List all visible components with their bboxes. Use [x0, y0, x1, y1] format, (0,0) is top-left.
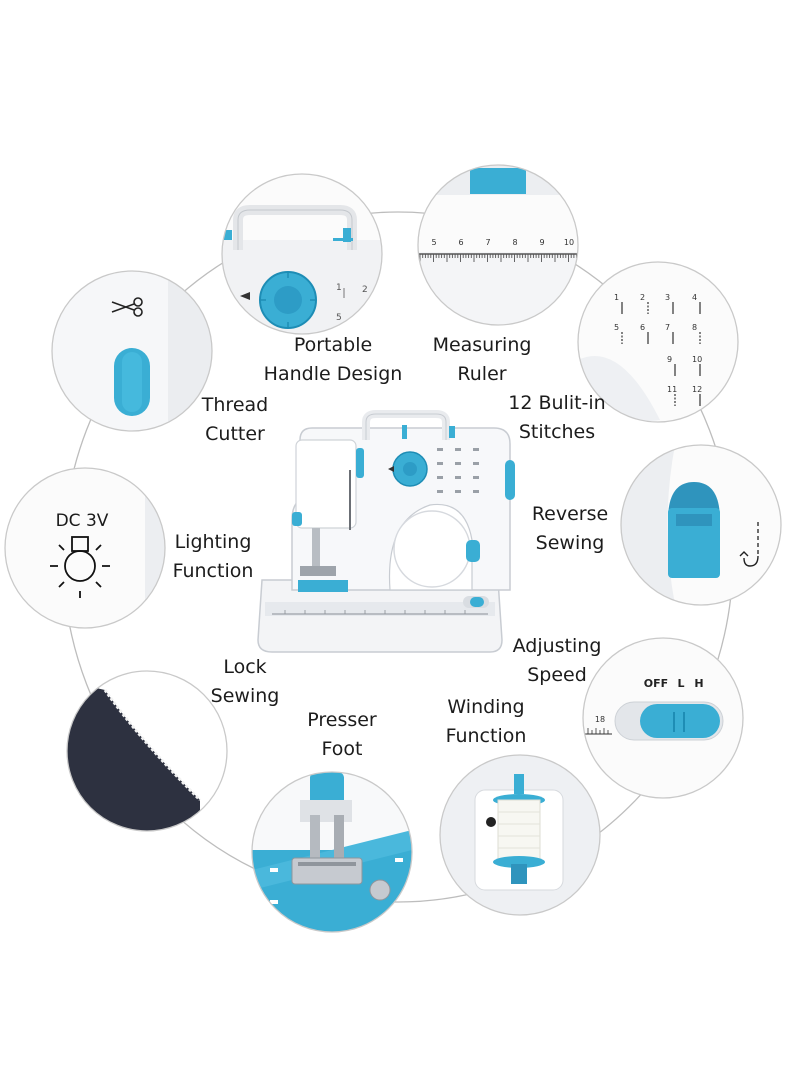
stitch-number: 7 [665, 323, 670, 332]
inset-text-hd-2: 2 [362, 285, 368, 295]
stitch-number: 10 [692, 355, 702, 364]
inset-presser-foot [251, 771, 413, 933]
light-bulb-icon [50, 536, 110, 598]
stitch-number: 6 [640, 323, 645, 332]
stitch-number: 2 [640, 293, 645, 302]
stitch-number: 12 [692, 385, 702, 394]
inset-adjusting-speed: OFF L H 18 [582, 637, 744, 799]
stitch-number: 9 [667, 355, 672, 364]
inset-reverse-sewing [620, 444, 782, 606]
inset-text-spd-18: 18 [595, 715, 605, 724]
stitch-number: 4 [692, 293, 697, 302]
inset-lock-sewing [66, 670, 228, 832]
stitch-number: 11 [667, 385, 677, 394]
inset-text-hd-5: 5 [336, 313, 342, 323]
inset-text-dc-text: DC 3V [56, 511, 109, 531]
sewing-machine [257, 410, 515, 653]
inset-portable-handle: 1 2 5 [221, 173, 383, 335]
inset-lighting: DC 3V [4, 467, 166, 629]
ruler-number: 9 [539, 238, 544, 247]
inset-text-spd-h: H [694, 677, 703, 690]
stitch-number: 3 [665, 293, 670, 302]
ruler-number: 6 [458, 238, 463, 247]
scissors-icon [111, 297, 143, 317]
inset-measuring-ruler: 5 6 7 8 9 10 [417, 164, 579, 326]
stitch-number: 5 [614, 323, 619, 332]
ruler-number: 10 [564, 238, 574, 247]
ruler-number: 8 [512, 238, 517, 247]
stitch-number: 1 [614, 293, 619, 302]
inset-text-spd-off: OFF [644, 677, 668, 690]
inset-winding [439, 754, 601, 916]
stitch-number: 8 [692, 323, 697, 332]
inset-text-spd-l: L [677, 677, 684, 690]
inset-text-hd-1: 1 [336, 283, 342, 293]
ruler-number: 5 [431, 238, 436, 247]
ruler-number: 7 [485, 238, 490, 247]
